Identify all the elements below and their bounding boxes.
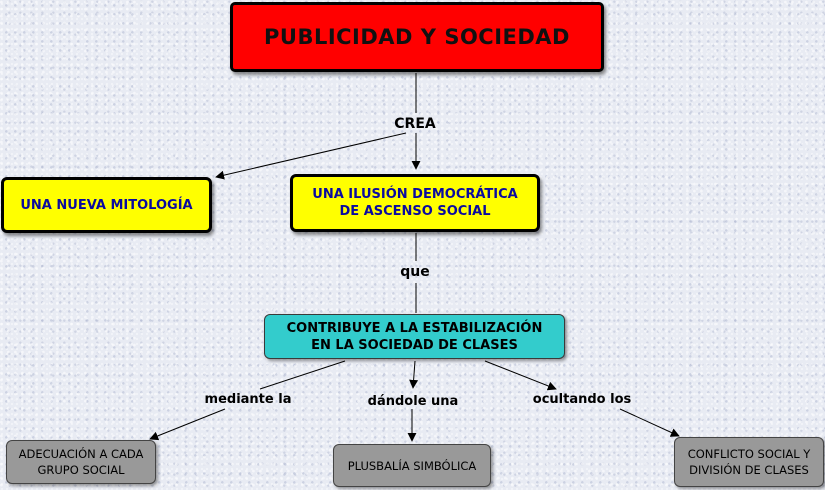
node-nueva-mitologia[interactable]: UNA NUEVA MITOLOGÍA xyxy=(1,177,212,233)
node-ilusion-line-2: DE ASCENSO SOCIAL xyxy=(339,204,491,219)
node-adecuacion-line-2: GRUPO SOCIAL xyxy=(37,463,125,477)
node-mitologia-text: UNA NUEVA MITOLOGÍA xyxy=(20,197,193,213)
node-contribuye-estabilizacion[interactable]: CONTRIBUYE A LA ESTABILIZACIÓN EN LA SOC… xyxy=(264,314,565,359)
node-ilusion-democratica[interactable]: UNA ILUSIÓN DEMOCRÁTICA DE ASCENSO SOCIA… xyxy=(290,174,540,232)
node-conflicto-line-2: DIVISIÓN DE CLASES xyxy=(689,463,809,477)
node-contribuye-line-1: CONTRIBUYE A LA ESTABILIZACIÓN xyxy=(286,320,543,336)
edge-ocultando-conflicto xyxy=(619,408,680,437)
node-adecuacion-grupo-social[interactable]: ADECUACIÓN A CADA GRUPO SOCIAL xyxy=(6,440,156,484)
link-label-ocultando-los: ocultando los xyxy=(532,392,632,407)
node-plusbalia-text: PLUSBALÍA SIMBÓLICA xyxy=(347,458,477,473)
edge-contribuye-ocultando xyxy=(484,360,557,391)
node-conflicto-social[interactable]: CONFLICTO SOCIAL Y DIVISIÓN DE CLASES xyxy=(674,437,824,487)
link-label-dandole-una: dándole una xyxy=(367,394,459,409)
edge-crea-mitologia xyxy=(215,132,407,180)
link-label-mediante-la: mediante la xyxy=(204,392,292,407)
link-label-crea: CREA xyxy=(394,116,436,132)
link-label-que: que xyxy=(400,264,430,280)
edge-mediante-adecuacion xyxy=(149,408,226,441)
node-plusbalia-simbolica[interactable]: PLUSBALÍA SIMBÓLICA xyxy=(333,444,491,487)
node-ilusion-line-1: UNA ILUSIÓN DEMOCRÁTICA xyxy=(312,187,518,202)
node-conflicto-line-1: CONFLICTO SOCIAL Y xyxy=(687,447,811,461)
node-adecuacion-line-1: ADECUACIÓN A CADA xyxy=(18,447,144,461)
node-publicidad-y-sociedad[interactable]: PUBLICIDAD Y SOCIEDAD xyxy=(230,2,604,72)
node-contribuye-line-2: EN LA SOCIEDAD DE CLASES xyxy=(311,337,518,353)
edge-contribuye-dandole xyxy=(409,360,419,389)
edge-contribuye-mediante xyxy=(259,360,346,390)
node-title-text: PUBLICIDAD Y SOCIEDAD xyxy=(264,25,570,49)
